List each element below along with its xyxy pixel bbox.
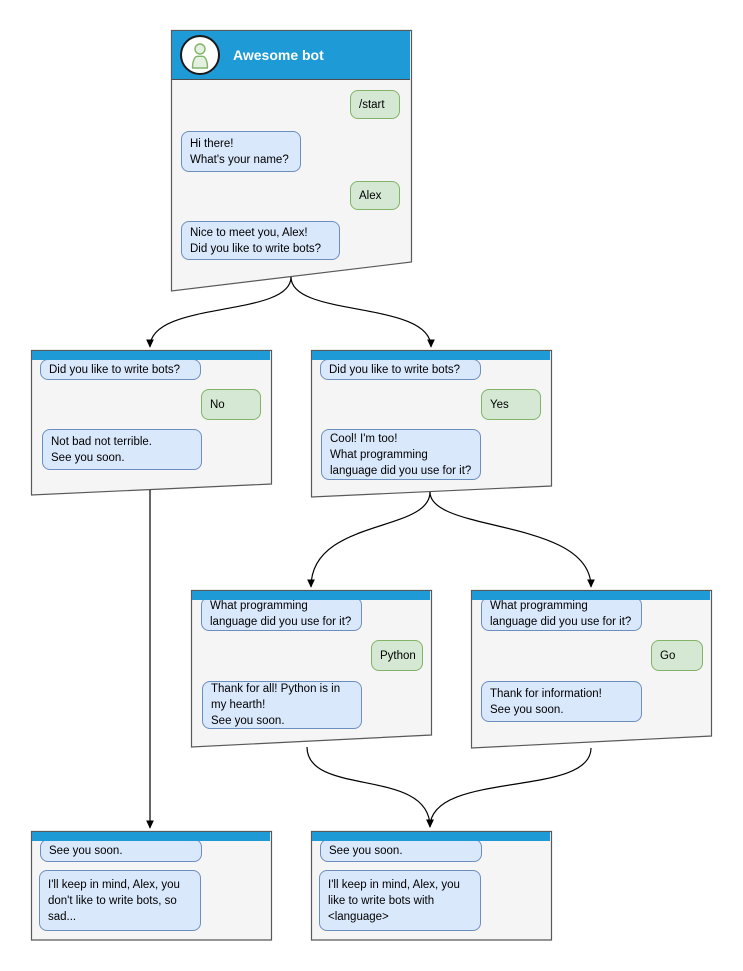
bot-message-bubble: I'll keep in mind, Alex, you don't like …	[39, 870, 201, 931]
flow-arrow-yes-to-go	[429, 491, 595, 588]
user-message-bubble: /start	[350, 90, 400, 119]
bot-message-bubble: Hi there! What's your name?	[181, 131, 301, 172]
flow-arrow-python-to-end	[306, 746, 434, 828]
window-titlebar	[32, 351, 270, 360]
chat-window-yes-branch: Did you like to write bots? Yes Cool! I'…	[311, 350, 551, 497]
window-titlebar	[312, 832, 550, 841]
chat-window-go-branch: What programming language did you use fo…	[471, 590, 711, 748]
window-title: Awesome bot	[233, 47, 324, 63]
bot-message-bubble: Nice to meet you, Alex! Did you like to …	[181, 221, 340, 260]
window-titlebar	[472, 591, 710, 600]
window-titlebar	[192, 591, 430, 600]
window-titlebar	[32, 832, 270, 841]
bot-message-bubble: Thank for all! Python is in my hearth! S…	[202, 681, 362, 729]
chat-window-end-yes-branch: See you soon. I'll keep in mind, Alex, y…	[311, 831, 551, 940]
avatar	[180, 35, 220, 75]
flow-arrow-go-to-end	[426, 747, 592, 828]
bot-message-bubble: I'll keep in mind, Alex, you like to wri…	[319, 870, 481, 931]
chat-window-python-branch: What programming language did you use fo…	[191, 590, 431, 747]
user-message-bubble: Python	[371, 640, 423, 671]
bot-message-bubble: See you soon.	[320, 839, 482, 862]
chat-window-end-no-branch: See you soon. I'll keep in mind, Alex, y…	[31, 831, 271, 940]
flow-arrow-main-to-no	[146, 276, 292, 348]
bot-message-bubble: What programming language did you use fo…	[481, 597, 642, 631]
window-header: Awesome bot	[172, 31, 410, 80]
user-message-bubble: Yes	[481, 389, 541, 420]
chat-window-no-branch: Did you like to write bots? No Not bad n…	[31, 350, 271, 496]
bot-message-bubble: See you soon.	[40, 839, 202, 862]
bot-message-bubble: What programming language did you use fo…	[201, 597, 362, 631]
chat-window-main: Awesome bot /start Hi there! What's your…	[171, 30, 411, 291]
flow-arrow-yes-to-python	[307, 491, 431, 588]
flow-arrow-main-to-yes	[290, 276, 435, 348]
person-icon	[191, 42, 209, 69]
bot-message-bubble: Did you like to write bots?	[320, 359, 481, 380]
bot-message-bubble: Thank for information! See you soon.	[481, 681, 642, 722]
bot-message-bubble: Did you like to write bots?	[40, 359, 201, 380]
bot-message-bubble: Not bad not terrible. See you soon.	[42, 429, 202, 470]
user-message-bubble: Go	[651, 640, 703, 671]
user-message-bubble: Alex	[350, 181, 400, 210]
window-titlebar	[312, 351, 550, 360]
user-message-bubble: No	[201, 389, 261, 420]
bot-message-bubble: Cool! I'm too! What programming language…	[321, 429, 481, 480]
